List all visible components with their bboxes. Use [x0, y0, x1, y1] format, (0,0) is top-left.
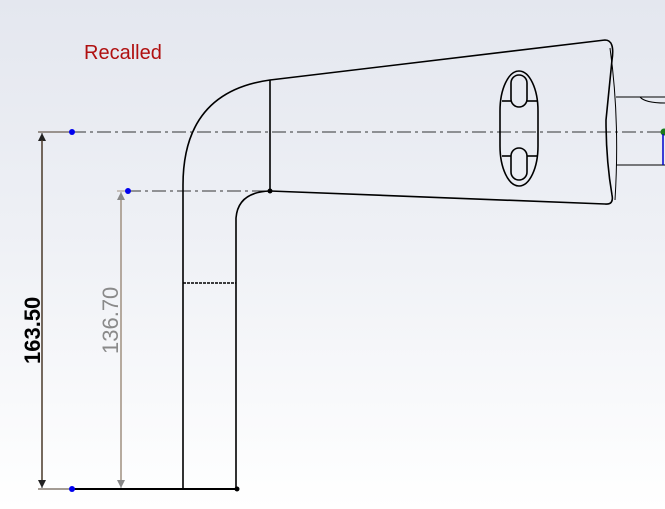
- dimension-value[interactable]: 163.50: [20, 297, 45, 364]
- sketch-point[interactable]: [125, 188, 131, 194]
- sketch-point[interactable]: [234, 486, 240, 492]
- sketch-point[interactable]: [69, 486, 75, 492]
- sketch-point[interactable]: [267, 188, 273, 194]
- origin-icon: [660, 128, 665, 136]
- slot-feature[interactable]: [499, 70, 539, 187]
- part-outline[interactable]: [70, 39, 665, 490]
- sketch-point[interactable]: [69, 129, 75, 135]
- dimension-value[interactable]: 136.70: [98, 287, 123, 354]
- dimension-136-70[interactable]: 136.70: [98, 190, 127, 488]
- dimension-163-50[interactable]: 163.50: [20, 131, 72, 490]
- rebuild-status-label: Recalled: [84, 42, 162, 64]
